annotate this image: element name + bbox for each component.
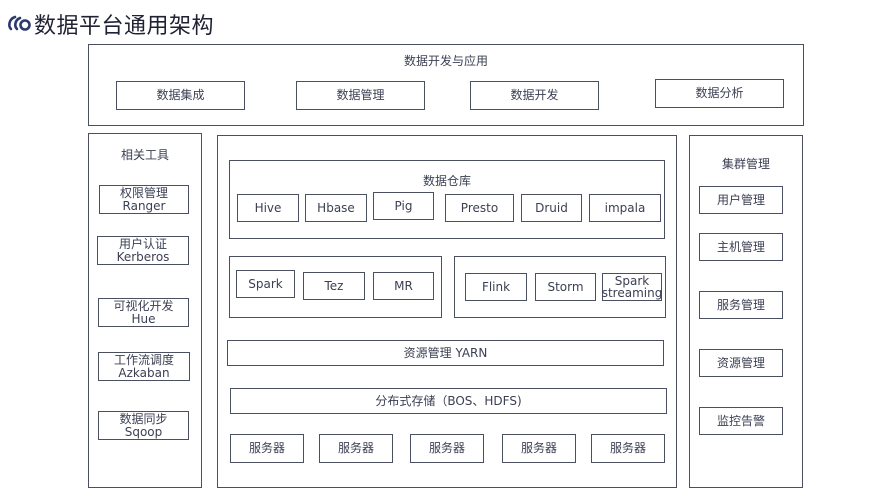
warehouse-item-hive[interactable]: Hive [237,194,299,222]
warehouse-item-presto[interactable]: Presto [445,194,514,222]
tool-item[interactable]: 数据同步 Sqoop [98,411,189,440]
dev-app-item[interactable]: 数据分析 [655,79,784,108]
server-node[interactable]: 服务器 [502,434,576,463]
tool-item-name: 可视化开发 [113,298,174,313]
cluster-item[interactable]: 监控告警 [699,407,783,435]
tool-item-sub: Hue [131,311,156,326]
compute-item-flink[interactable]: Flink [465,273,527,301]
compute-item-spark[interactable]: Spark [236,270,295,298]
cluster-title: 集群管理 [721,157,770,171]
warehouse-item-impala[interactable]: impala [589,194,661,222]
dev-app-item[interactable]: 数据开发 [470,81,599,110]
warehouse-item-hbase[interactable]: Hbase [305,194,367,222]
compute-item-tez[interactable]: Tez [303,272,365,300]
tool-item-sub: Sqoop [124,424,163,439]
compute-item-spark-streaming[interactable]: Spark streaming [601,273,663,301]
compute-item-mr[interactable]: MR [373,272,434,300]
warehouse-title: 数据仓库 [422,174,471,188]
tool-item-sub: Azkaban [118,365,170,380]
dev-app-title: 数据开发与应用 [403,54,488,68]
dev-app-item[interactable]: 数据管理 [296,81,425,110]
compute-item-storm[interactable]: Storm [535,273,596,301]
tool-item-name: 权限管理 [119,185,168,200]
tool-item-sub: Ranger [122,198,166,213]
server-node[interactable]: 服务器 [410,434,484,463]
tool-item-name: 用户认证 [118,236,167,251]
server-node[interactable]: 服务器 [591,434,665,463]
cluster-item[interactable]: 用户管理 [699,186,783,214]
yarn-layer[interactable]: 资源管理 YARN [227,340,664,366]
tool-item[interactable]: 工作流调度 Azkaban [98,352,190,381]
cluster-item[interactable]: 主机管理 [699,233,783,261]
tool-item[interactable]: 可视化开发 Hue [98,298,189,327]
tool-item-name: 数据同步 [119,411,168,426]
tool-item-name: 工作流调度 [113,352,174,367]
tools-title: 相关工具 [120,148,169,162]
cluster-item[interactable]: 服务管理 [699,291,783,319]
warehouse-item-druid[interactable]: Druid [521,194,582,222]
tool-item[interactable]: 权限管理 Ranger [99,185,189,214]
cluster-item[interactable]: 资源管理 [699,349,783,377]
cloud-swirl-icon [8,15,31,31]
tool-item-sub: Kerberos [116,249,170,264]
tool-item[interactable]: 用户认证 Kerberos [97,236,189,265]
dev-app-item[interactable]: 数据集成 [116,81,245,110]
server-node[interactable]: 服务器 [319,434,393,463]
page-title: 数据平台通用架构 [34,14,215,39]
storage-layer[interactable]: 分布式存储（BOS、HDFS) [230,388,667,414]
server-node[interactable]: 服务器 [230,434,304,463]
warehouse-item-pig[interactable]: Pig [373,192,434,220]
